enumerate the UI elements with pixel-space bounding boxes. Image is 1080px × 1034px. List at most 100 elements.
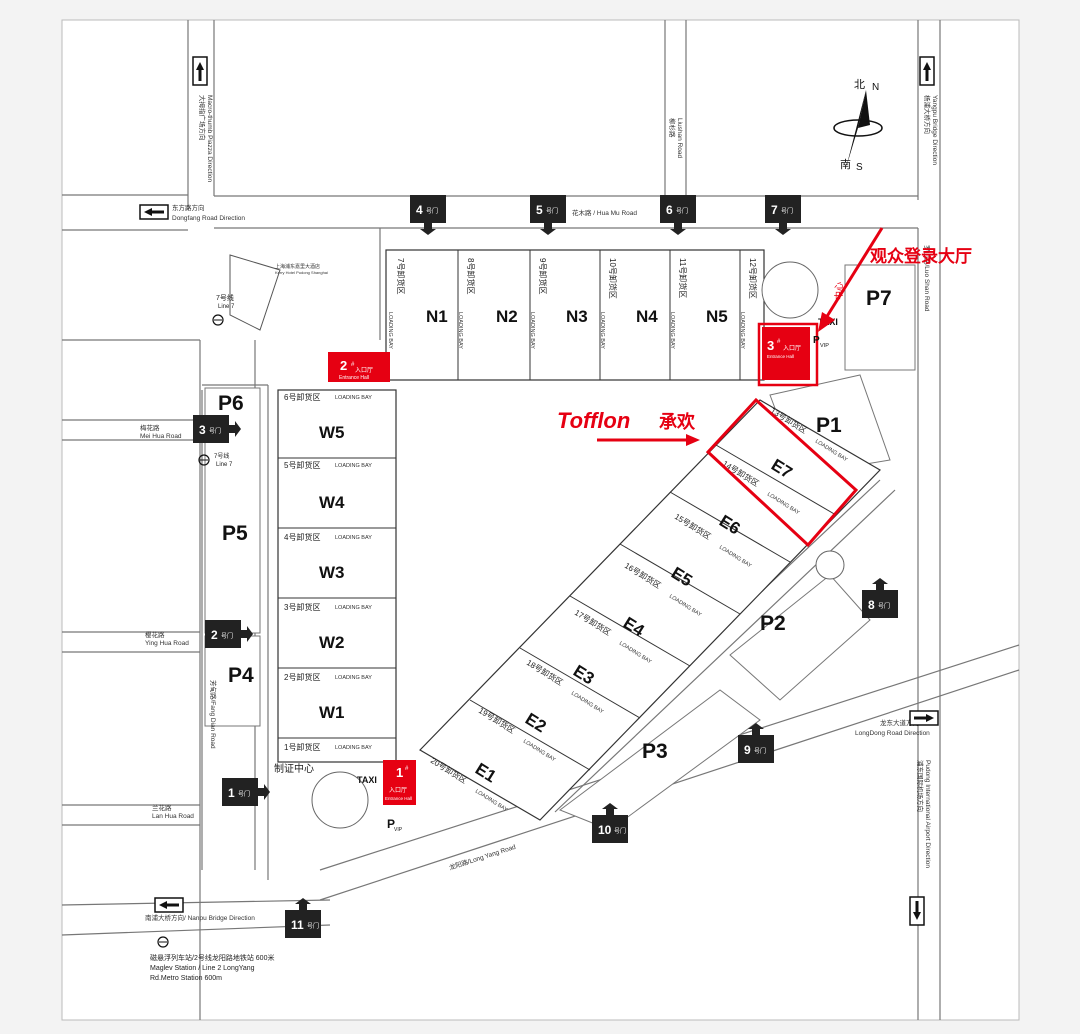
bay-loading-label: LOADING BAY <box>599 312 605 349</box>
road-lanhua-en: Lan Hua Road <box>152 813 194 820</box>
west-halls <box>277 389 397 763</box>
p-label-1: P <box>387 817 395 831</box>
gate-1-number: 1 <box>228 786 235 800</box>
line7-en-left: Line 7 <box>216 462 233 468</box>
hotel-en: Kerry Hotel Pudong Shanghai <box>275 270 328 275</box>
road-yangpu-en: Yangpu Bridge Direction <box>931 95 938 165</box>
gate-2-number: 2 <box>211 628 218 642</box>
bay-label: 2号卸货区 <box>284 672 320 682</box>
road-huamu: 花木路 / Hua Mu Road <box>572 208 637 217</box>
gate-6-number: 6 <box>666 203 673 217</box>
hotel-building <box>229 254 281 331</box>
brand-cn-callout: 承欢 <box>659 412 696 432</box>
gate-11-sub: 号门 <box>307 922 319 930</box>
hall-label-n3: N3 <box>566 307 588 326</box>
entrance-1-en: Entrance Hall <box>385 796 412 801</box>
road-lanhua-cn: 兰花路 <box>152 803 172 812</box>
entrance-hall-3[interactable]: 3 # 入口厅 Entrance Hall <box>757 322 819 387</box>
north-halls <box>385 249 765 381</box>
road-liushan-cn: 柳杉路 <box>668 118 677 138</box>
parking-label-p7: P7 <box>866 287 892 310</box>
road-longdong-cn: 龙东大道方向 <box>880 718 919 727</box>
gate-4-number: 4 <box>416 203 423 217</box>
entrance-2-en: Entrance Hall <box>339 375 369 381</box>
entrance-2-num: 2 <box>340 358 347 373</box>
bay-label: 8号卸货区 <box>466 258 476 294</box>
entrance-3-en: Entrance Hall <box>767 354 794 359</box>
vip-label-3: VIP <box>820 343 829 349</box>
parking-label-p4: P4 <box>228 664 254 687</box>
parking-label-p3: P3 <box>642 740 668 763</box>
line7-cn-top: 7号线 <box>216 293 234 302</box>
compass-north-cn: 北 <box>854 78 865 91</box>
road-macro-plaza-cn: 大拇指广场方向 <box>198 95 207 141</box>
hall-label-n2: N2 <box>496 307 518 326</box>
taxi-label-1: TAXI <box>357 775 377 785</box>
road-yinghua-en: Ying Hua Road <box>145 640 189 647</box>
bay-loading-label: LOADING BAY <box>335 395 372 401</box>
bay-loading-label: LOADING BAY <box>669 312 675 349</box>
gate-8-sub: 号门 <box>878 602 890 610</box>
entrance-2-cn: 入口厅 <box>355 367 373 374</box>
compass-south: S <box>856 162 863 173</box>
bay-loading-label: LOADING BAY <box>529 312 535 349</box>
gate-10-sub: 号门 <box>614 827 626 835</box>
gate-7-number: 7 <box>771 203 778 217</box>
parking-areas <box>204 264 916 831</box>
gate-7-sub: 号门 <box>781 207 793 215</box>
metro-icon <box>212 314 224 326</box>
p-label-3: P <box>813 335 820 346</box>
compass-rose: 北 N 南 S <box>833 78 883 173</box>
metro-icon <box>157 936 169 948</box>
line7-cn-left: 7号线 <box>214 452 229 460</box>
road-fangdian: 芳甸路/Fang Dian Road <box>209 680 218 749</box>
entrance-1-num: 1 <box>396 765 403 780</box>
road-meihua-cn: 梅花路 <box>140 423 160 432</box>
highlight-e7 <box>705 397 859 548</box>
entrance-1-cn: 入口厅 <box>389 787 407 794</box>
gate-3-number: 3 <box>199 423 206 437</box>
bay-label: 1号卸货区 <box>284 742 320 752</box>
maglev-en2: Rd.Metro Station 600m <box>150 975 222 982</box>
vip-label-1: VIP <box>394 827 403 833</box>
gate-11-number: 11 <box>291 918 304 932</box>
compass-north: N <box>872 82 879 93</box>
bay-label: 3号卸货区 <box>284 602 320 612</box>
bay-loading-label: LOADING BAY <box>335 745 372 751</box>
road-meihua-en: Mei Hua Road <box>140 433 182 440</box>
metro-icon <box>198 454 210 466</box>
hall-label-w5: W5 <box>319 423 345 442</box>
entrance-hall-2[interactable]: 2 # 入口厅 Entrance Hall <box>328 352 390 382</box>
entrance-plaza-1 <box>311 771 369 829</box>
gate-2-sub: 号门 <box>221 632 233 640</box>
entrance-3-hash: # <box>777 339 781 345</box>
hall-label-w1: W1 <box>319 703 345 722</box>
bay-label: 5号卸货区 <box>284 460 320 470</box>
entrance-hall-1[interactable]: 1 # 入口厅 Entrance Hall <box>383 760 416 805</box>
gate-1-sub: 号门 <box>238 790 250 798</box>
entrance-1-hash: # <box>405 766 409 772</box>
bay-label: 11号卸货区 <box>678 258 688 298</box>
metro-labels: 7号线 Line 7 7号线 Line 7 磁悬浮列车站/2号线龙阳路地铁站 6… <box>150 293 274 982</box>
road-longdong-en: LongDong Road Direction <box>855 730 930 737</box>
compass-south-cn: 南 <box>840 158 851 171</box>
brand-callout: Tofflon <box>557 408 630 433</box>
parking-label-p2: P2 <box>760 612 786 635</box>
bay-label: 4号卸货区 <box>284 532 320 542</box>
